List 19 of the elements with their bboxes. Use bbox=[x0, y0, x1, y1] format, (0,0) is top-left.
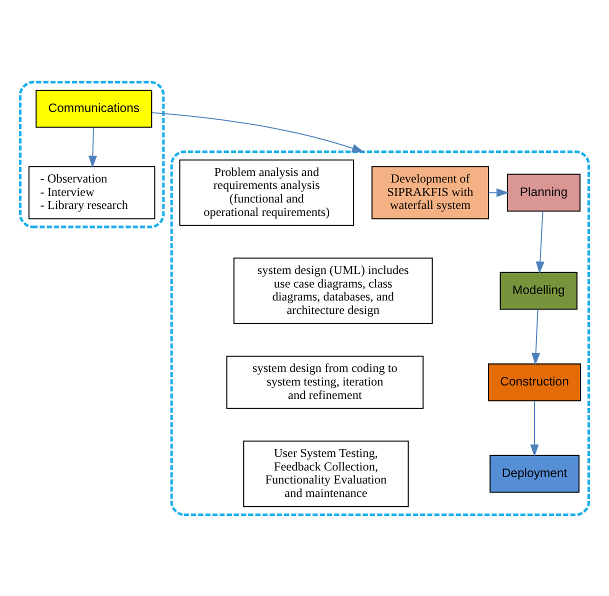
node-box: Communications bbox=[36, 89, 152, 128]
node-box: Modelling bbox=[500, 271, 578, 310]
arrow bbox=[530, 400, 539, 456]
node-box: Planning bbox=[506, 173, 581, 212]
cluster bbox=[170, 150, 590, 516]
node-box: Problem analysis and requirements analysis (functional and operational requirements) bbox=[179, 158, 354, 226]
arrow bbox=[88, 127, 98, 168]
cluster bbox=[19, 80, 165, 228]
node-box: Deployment bbox=[490, 454, 580, 492]
node-box: - Observation - Interview - Library research bbox=[28, 166, 156, 219]
arrow bbox=[488, 188, 509, 196]
node-box: Development of SIPRAKFIS with waterfall system bbox=[371, 166, 490, 219]
node-box: system design (UML) includes use case diagrams, class diagrams, databases, and architecture design bbox=[233, 257, 433, 324]
arrow bbox=[532, 309, 540, 365]
node-box: Construction bbox=[488, 362, 582, 401]
arrow bbox=[152, 112, 364, 152]
arrow bbox=[536, 210, 544, 274]
node-box: User System Testing, Feedback Collection, Functionality Evaluation and maintenance bbox=[243, 440, 409, 507]
node-box: system design from coding to system testing, iteration and refinement bbox=[226, 355, 424, 408]
